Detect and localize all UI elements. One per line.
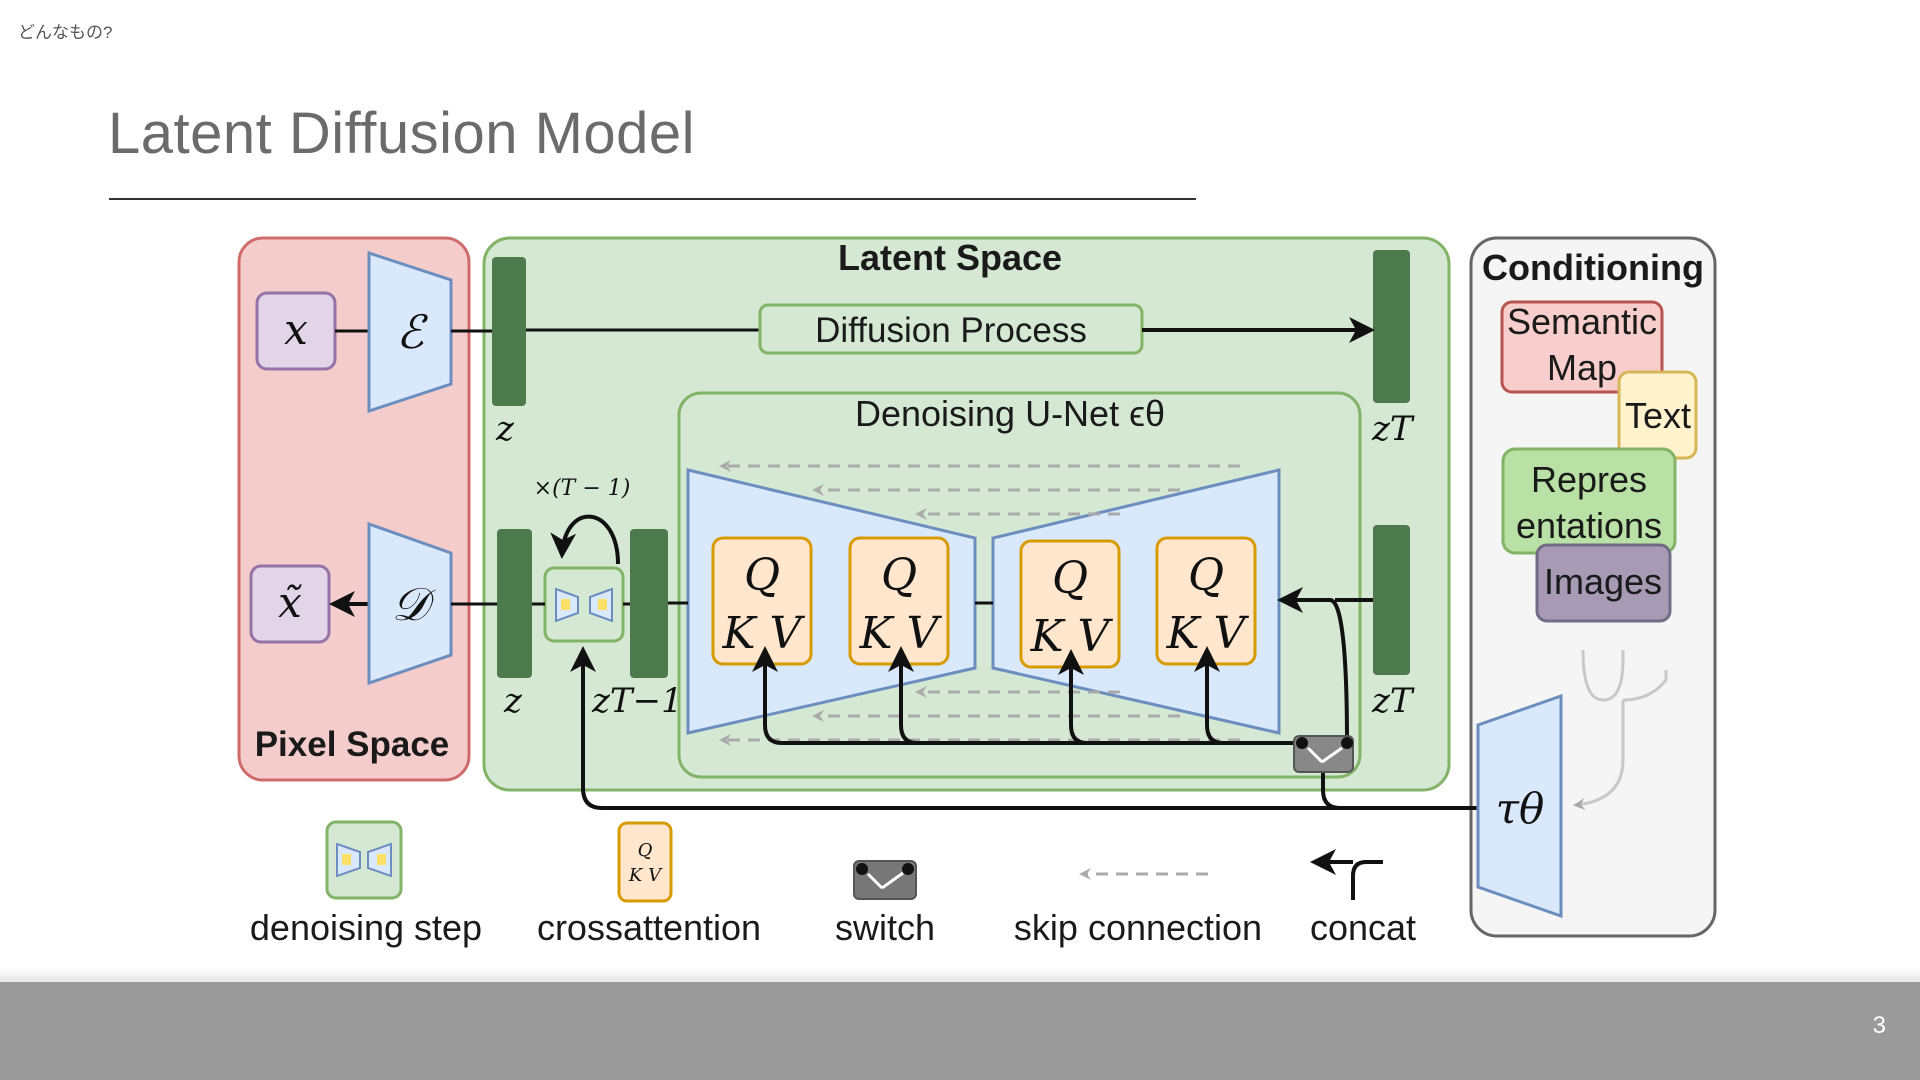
legend-denoising-step-label: denoising step [250, 907, 482, 948]
z-t-minus-1-label: zT−1 [591, 681, 683, 721]
repeat-label: ×(T − 1) [534, 476, 631, 501]
slide-title: Latent Diffusion Model [108, 101, 696, 166]
conditioning-arrows [570, 587, 1478, 810]
ldm-architecture-diagram: Pixel Space Latent Space Conditioning x … [237, 236, 1717, 948]
x-symbol: x [284, 305, 308, 354]
svg-text:Q: Q [744, 550, 780, 601]
x-tilde-output-box: x̃ [249, 564, 331, 644]
legend-switch-label: switch [835, 907, 935, 948]
encoder-trapezoid: ℰ [367, 250, 453, 414]
attention-block-4: Q K V [1155, 536, 1257, 666]
legend-concat-label: concat [1310, 907, 1416, 948]
unet-label: Denoising U-Net ϵθ [855, 393, 1165, 434]
svg-text:Q: Q [1188, 550, 1224, 601]
decoder-trapezoid: 𝒟 [367, 521, 453, 686]
z-bottom-label: z [503, 681, 523, 721]
text-label: Text [1625, 395, 1691, 436]
legend: denoising step Q K V crossattention swit… [250, 820, 1416, 948]
legend-switch-icon [853, 860, 917, 900]
z-top-label: z [495, 409, 515, 449]
x-input-box: x [255, 291, 337, 371]
legend-crossattention-icon: Q K V [617, 821, 673, 903]
latent-space-label: Latent Space [838, 237, 1062, 278]
latent-bar-z-bottom [497, 529, 532, 678]
footer-shadow [0, 968, 1920, 982]
svg-text:Q: Q [638, 840, 653, 861]
svg-text:Q: Q [881, 550, 917, 601]
images-label: Images [1544, 561, 1662, 602]
legend-concat-icon [1351, 860, 1383, 900]
x-tilde-symbol: x̃ [278, 578, 302, 627]
title-underline [109, 198, 1196, 200]
attention-block-1: Q K V [711, 536, 813, 666]
legend-crossattention-label: crossattention [537, 907, 761, 948]
skip-connections [719, 460, 1240, 746]
conditioning-merge-lines [1573, 649, 1668, 811]
tau-symbol: τθ [1496, 784, 1545, 833]
images-box: Images [1535, 543, 1672, 623]
attention-block-2: Q K V [848, 536, 950, 666]
latent-bar-z-top [492, 257, 526, 406]
section-header: どんなもの? [18, 23, 113, 42]
tau-encoder-trapezoid: τθ [1476, 693, 1563, 919]
zT-bottom-label: zT [1371, 681, 1415, 721]
latent-bar-zT-bottom [1373, 525, 1410, 675]
switch-block [1293, 735, 1354, 773]
encoder-symbol: ℰ [396, 305, 428, 359]
legend-skip-connection-label: skip connection [1014, 907, 1262, 948]
legend-denoising-step-icon [325, 820, 403, 900]
latent-bar-zT-top [1373, 250, 1410, 403]
svg-text:K V: K V [628, 865, 663, 886]
slide-footer [0, 982, 1920, 1080]
diffusion-process-label: Diffusion Process [815, 311, 1087, 350]
svg-text:Q: Q [1052, 553, 1088, 604]
page-number: 3 [1872, 1012, 1886, 1039]
zT-top-label: zT [1371, 409, 1415, 449]
denoising-step-block [543, 566, 625, 643]
diffusion-process-box: Diffusion Process [758, 303, 1144, 355]
pixel-space-label: Pixel Space [255, 725, 450, 764]
text-box: Text [1617, 370, 1698, 460]
attention-block-3: Q K V [1019, 539, 1121, 669]
latent-bar-z-t-minus-1 [630, 529, 668, 678]
conditioning-label: Conditioning [1482, 247, 1704, 288]
